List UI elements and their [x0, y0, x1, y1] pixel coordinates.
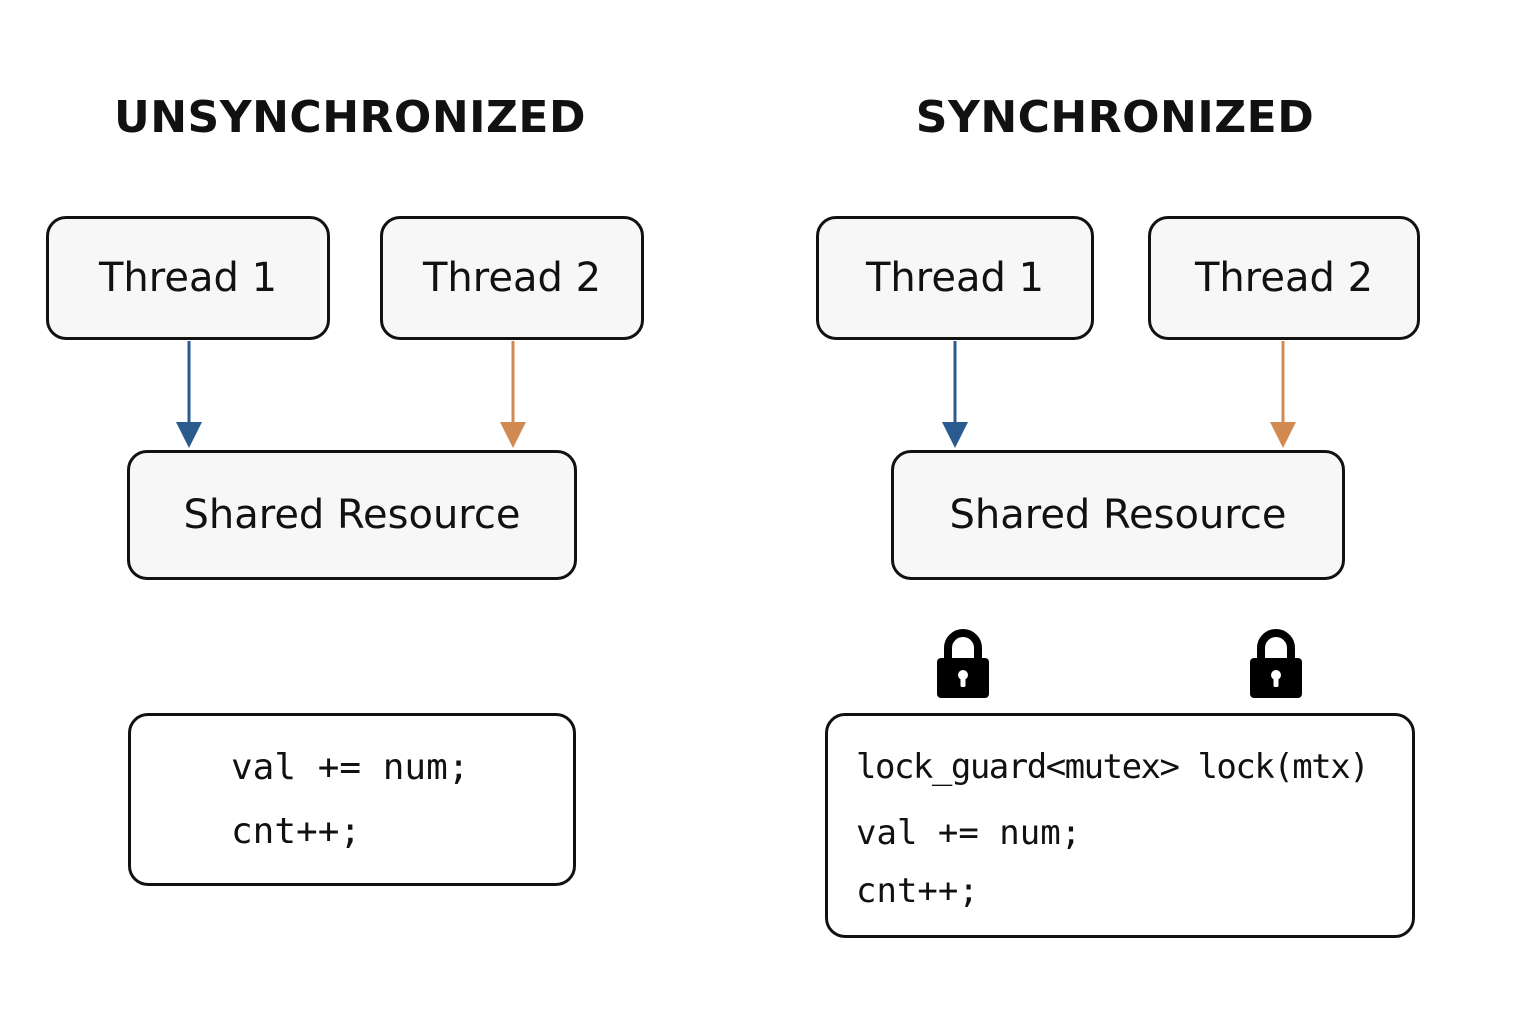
thread-1-label: Thread 1	[98, 255, 278, 301]
left-thread2-arrow	[500, 341, 526, 448]
code-line: cnt++;	[856, 871, 979, 911]
left-code-box: val += num; cnt++;	[128, 713, 576, 886]
right-thread-1-node: Thread 1	[816, 216, 1094, 340]
thread-2-label: Thread 2	[1194, 255, 1374, 301]
shared-resource-label: Shared Resource	[183, 492, 521, 538]
code-line: cnt++;	[231, 811, 362, 852]
thread-2-label: Thread 2	[422, 255, 602, 301]
code-line: val += num;	[856, 813, 1082, 853]
thread-1-label: Thread 1	[865, 255, 1045, 301]
synchronized-title: SYNCHRONIZED	[915, 92, 1315, 143]
unsynchronized-title: UNSYNCHRONIZED	[113, 92, 586, 143]
left-shared-resource-node: Shared Resource	[127, 450, 577, 580]
right-thread2-arrow	[1270, 341, 1296, 448]
lock-icon	[1250, 629, 1302, 698]
right-thread1-arrow	[942, 341, 968, 448]
shared-resource-label: Shared Resource	[949, 492, 1287, 538]
left-thread-1-node: Thread 1	[46, 216, 330, 340]
code-line: lock_guard<mutex> lock(mtx)	[856, 747, 1370, 787]
right-shared-resource-node: Shared Resource	[891, 450, 1345, 580]
right-thread-2-node: Thread 2	[1148, 216, 1420, 340]
right-code-box: lock_guard<mutex> lock(mtx) val += num; …	[825, 713, 1415, 938]
lock-icon	[937, 629, 989, 698]
left-thread-2-node: Thread 2	[380, 216, 644, 340]
code-line: val += num;	[231, 747, 470, 788]
left-thread1-arrow	[176, 341, 202, 448]
